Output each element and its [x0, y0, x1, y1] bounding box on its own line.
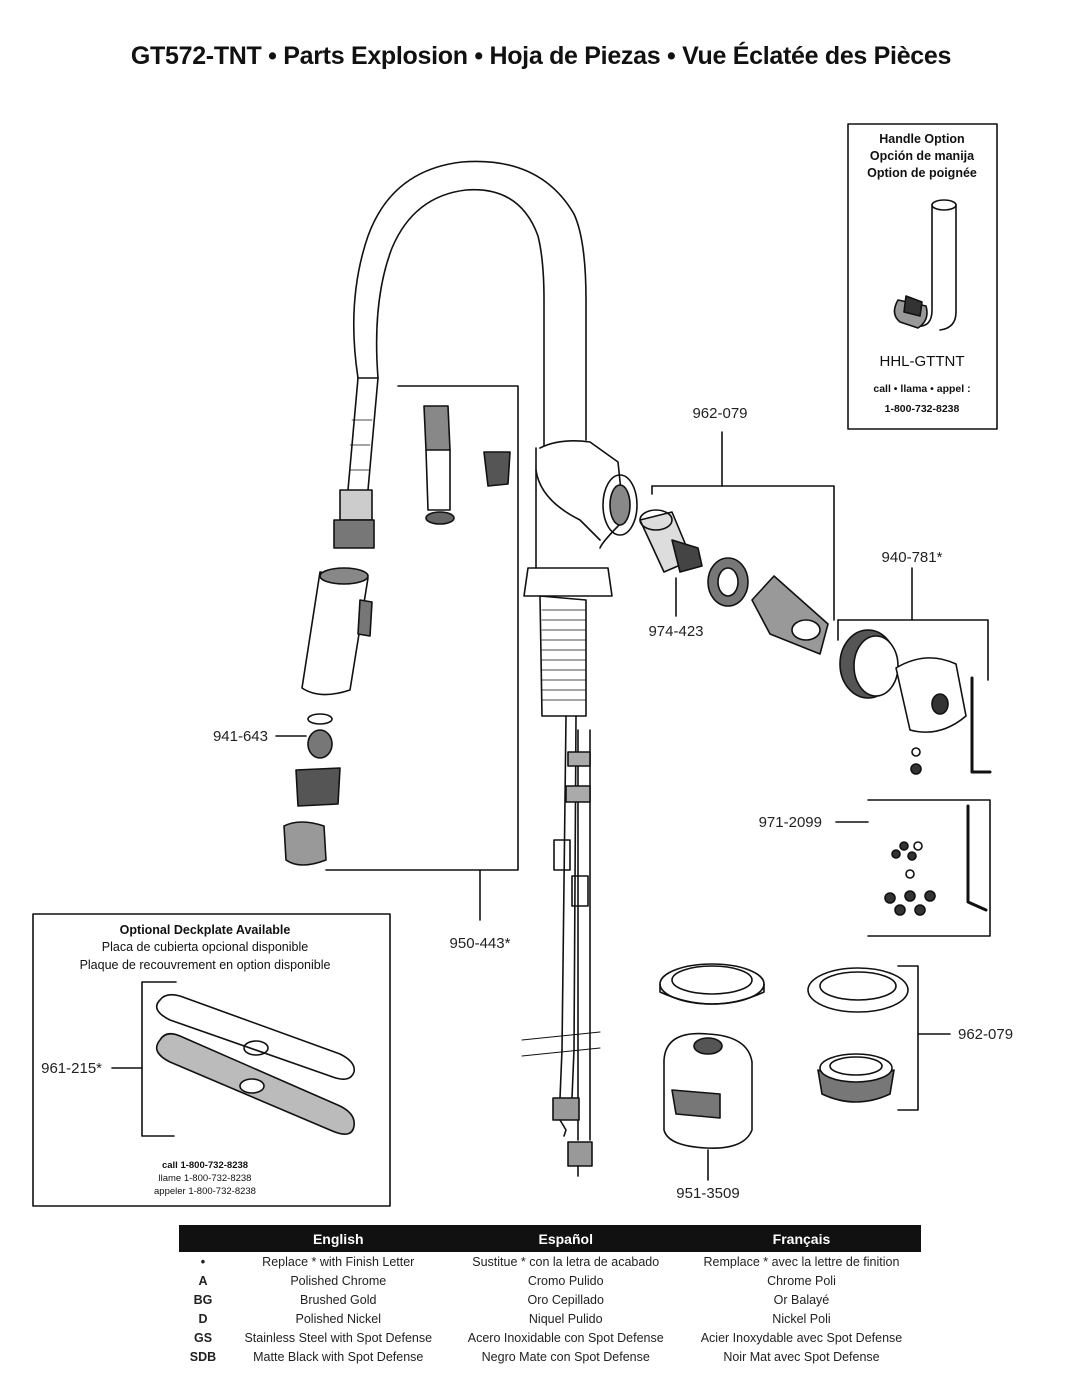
screw-kit: [884, 841, 936, 916]
finish-table-header: English Español Français: [179, 1225, 921, 1252]
handle-option-drawing: [893, 199, 957, 331]
handle-option-heading-es: Opción de manija: [870, 149, 975, 163]
finish-english: Polished Chrome: [290, 1273, 387, 1288]
finish-table: English Español Français • Replace * wit…: [179, 1225, 921, 1366]
finish-english: Replace * with Finish Letter: [262, 1254, 415, 1269]
label-962-079-top: 962-079: [692, 405, 747, 422]
handle-option-phone: 1-800-732-8238: [885, 403, 960, 415]
deckplate-heading-es: Placa de cubierta opcional disponible: [102, 940, 308, 954]
finish-code: A: [198, 1273, 208, 1288]
weight: [663, 1032, 753, 1149]
faucet-spout: [352, 160, 587, 447]
label-951-3509: 951-3509: [676, 1185, 739, 1202]
washer: [807, 967, 909, 1013]
handle-option-call: call • llama • appel :: [873, 383, 970, 395]
handle-collar: [839, 629, 899, 699]
finish-francais: Nickel Poli: [772, 1311, 831, 1326]
spray-hose: [333, 377, 379, 549]
finish-francais: Noir Mat avec Spot Defense: [723, 1349, 880, 1364]
deckplate-box: [32, 913, 391, 1207]
deckplate-heading-en: Optional Deckplate Available: [120, 923, 291, 937]
finish-code: GS: [193, 1330, 213, 1345]
deckplate-call-fr: appeler 1-800-732-8238: [154, 1186, 256, 1197]
deckplate-heading-fr: Plaque de recouvrement en option disponi…: [80, 958, 331, 972]
table-row: GS Stainless Steel with Spot Defense Ace…: [179, 1328, 921, 1347]
spray-head: [301, 567, 373, 696]
deckplate-call-en: call 1-800-732-8238: [162, 1160, 248, 1171]
hex-screws: [910, 676, 992, 775]
finish-espanol: Niquel Pulido: [528, 1311, 603, 1326]
finish-english: Matte Black with Spot Defense: [253, 1349, 424, 1364]
label-962-079-mount: 962-079: [958, 1026, 1013, 1043]
label-961-215: 961-215*: [41, 1060, 102, 1077]
faucet-base: [523, 567, 613, 717]
finish-francais: Remplace * avec la lettre de finition: [703, 1254, 900, 1269]
finish-code: D: [198, 1311, 208, 1326]
check-valve: [423, 405, 511, 525]
finish-code: BG: [193, 1292, 213, 1307]
finish-header-francais: Français: [681, 1225, 921, 1252]
cartridge: [639, 509, 703, 573]
finish-espanol: Sustitue * con la letra de acabado: [472, 1254, 660, 1269]
table-row: A Polished Chrome Cromo Pulido Chrome Po…: [179, 1271, 921, 1290]
deckplate-call-es: llame 1-800-732-8238: [159, 1173, 252, 1184]
label-950-443: 950-443*: [450, 935, 511, 952]
finish-francais: Or Balayé: [773, 1292, 830, 1307]
finish-espanol: Oro Cepillado: [527, 1292, 604, 1307]
finish-espanol: Cromo Pulido: [527, 1273, 604, 1288]
faucet-hub: [535, 440, 638, 569]
finish-english: Polished Nickel: [295, 1311, 381, 1326]
handle-option-part: HHL-GTTNT: [880, 353, 965, 370]
finish-code: •: [200, 1254, 206, 1269]
handle-cap: [895, 657, 967, 733]
handle-option-box: [847, 123, 998, 430]
finish-header-espanol: Español: [449, 1225, 682, 1252]
handle-option-heading-en: Handle Option: [879, 132, 964, 146]
label-974-423: 974-423: [648, 623, 703, 640]
deckplate-drawing: [155, 993, 356, 1135]
spray-parts: [283, 713, 341, 866]
finish-espanol: Acero Inoxidable con Spot Defense: [467, 1330, 664, 1345]
table-row: BG Brushed Gold Oro Cepillado Or Balayé: [179, 1290, 921, 1309]
label-941-643: 941-643: [213, 728, 268, 745]
finish-espanol: Negro Mate con Spot Defense: [481, 1349, 650, 1364]
table-row: SDB Matte Black with Spot Defense Negro …: [179, 1347, 921, 1366]
finish-francais: Acier Inoxydable avec Spot Defense: [700, 1330, 903, 1345]
adapter-ring: [707, 557, 749, 607]
mounting-gasket: [659, 963, 765, 1005]
mounting-nut: [817, 1053, 895, 1103]
page-title: GT572-TNT • Parts Explosion • Hoja de Pi…: [130, 42, 952, 70]
finish-francais: Chrome Poli: [767, 1273, 836, 1288]
finish-english: Brushed Gold: [300, 1292, 377, 1307]
handle-body: [751, 575, 829, 655]
table-row: D Polished Nickel Niquel Pulido Nickel P…: [179, 1309, 921, 1328]
finish-header-english: English: [227, 1225, 450, 1252]
handle-option-heading-fr: Option de poignée: [867, 166, 977, 180]
label-940-781: 940-781*: [882, 549, 943, 566]
table-row: • Replace * with Finish Letter Sustitue …: [179, 1252, 921, 1271]
finish-header-code: [179, 1225, 227, 1252]
finish-code: SDB: [189, 1349, 217, 1364]
label-971-2099: 971-2099: [759, 814, 822, 831]
finish-english: Stainless Steel with Spot Defense: [244, 1330, 433, 1345]
supply-hoses: [521, 715, 601, 1177]
